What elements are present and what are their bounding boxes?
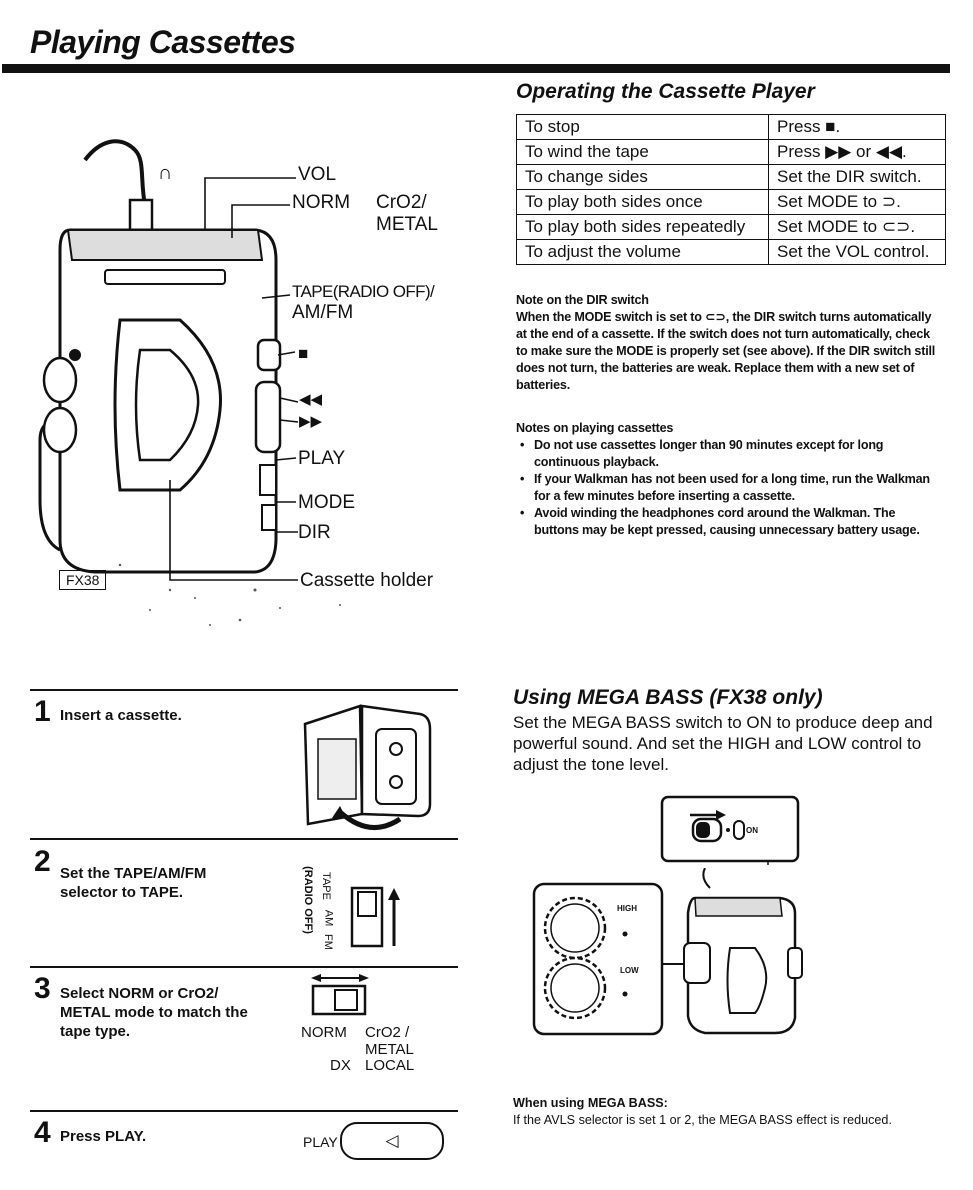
fast-forward-icon: ▶▶ bbox=[299, 413, 323, 430]
callout-vol: VOL bbox=[298, 164, 337, 185]
play-button[interactable]: ◁ bbox=[340, 1122, 444, 1160]
how-cell: Set the VOL control. bbox=[768, 239, 946, 265]
dir-note-title: Note on the DIR switch bbox=[516, 293, 649, 307]
callout-tape: TAPE(RADIO OFF)/ bbox=[292, 282, 435, 301]
step-number: 4 bbox=[34, 1116, 51, 1149]
dir-note-body: When the MODE switch is set to ⊂⊃, the D… bbox=[516, 310, 936, 392]
local-label: LOCAL bbox=[365, 1057, 415, 1074]
model-label: FX38 bbox=[59, 570, 107, 590]
playing-notes: Notes on playing cassettes Do not use ca… bbox=[516, 420, 936, 539]
step-number: 2 bbox=[34, 845, 51, 878]
tone-control-figure bbox=[532, 868, 803, 1036]
action-cell: To adjust the volume bbox=[516, 239, 769, 265]
title-rule bbox=[2, 64, 950, 73]
callout-play: PLAY bbox=[298, 448, 346, 469]
insert-cassette-figure bbox=[303, 704, 432, 830]
stop-icon: ■ bbox=[298, 344, 309, 363]
tape-selector-figure: (RADIO OFF) TAPE AM FM bbox=[300, 848, 420, 958]
walkman-diagram: ∩ VOL NORM CrO2/ METAL TAPE(RADIO OFF)/ … bbox=[0, 120, 470, 650]
megabass-note-body: If the AVLS selector is set 1 or 2, the … bbox=[513, 1113, 892, 1127]
how-cell: Press ▶▶ or ◀◀. bbox=[768, 139, 946, 165]
cro2-label: CrO2 / bbox=[365, 1024, 410, 1041]
operating-title: Operating the Cassette Player bbox=[516, 80, 815, 103]
list-item: If your Walkman has not been used for a … bbox=[520, 471, 936, 505]
action-cell: To change sides bbox=[516, 164, 769, 190]
callout-norm: NORM bbox=[292, 192, 351, 213]
dir-note: Note on the DIR switch When the MODE swi… bbox=[516, 292, 936, 394]
page-title: Playing Cassettes bbox=[30, 24, 296, 60]
step-text: Select NORM or CrO2/ METAL mode to match… bbox=[60, 985, 248, 1040]
norm-label: NORM bbox=[301, 1024, 347, 1041]
step-rule bbox=[30, 689, 458, 691]
norm-switch-figure bbox=[311, 974, 369, 1016]
megabass-body: Set the MEGA BASS switch to ON to produc… bbox=[513, 713, 933, 774]
headphone-symbol: ∩ bbox=[158, 162, 173, 184]
callout-cassette-holder: Cassette holder bbox=[300, 570, 434, 591]
cassette-window bbox=[113, 318, 222, 492]
list-item: Do not use cassettes longer than 90 minu… bbox=[520, 437, 936, 471]
dx-label: DX bbox=[330, 1057, 351, 1074]
rewind-icon: ◀◀ bbox=[299, 391, 323, 408]
megabass-note: When using MEGA BASS: If the AVLS select… bbox=[513, 1095, 933, 1129]
switch-on-label: ON bbox=[746, 826, 758, 835]
how-cell: Set MODE to ⊃. bbox=[768, 189, 946, 215]
high-label: HIGH bbox=[617, 904, 637, 913]
action-cell: To play both sides once bbox=[516, 189, 769, 215]
callout-metal: METAL bbox=[376, 214, 438, 235]
list-item: Avoid winding the headphones cord around… bbox=[520, 505, 936, 539]
callout-cro2: CrO2/ bbox=[376, 192, 427, 213]
megabass-switch-figure bbox=[660, 795, 800, 865]
megabass-note-title: When using MEGA BASS: bbox=[513, 1096, 668, 1110]
step-text: Insert a cassette. bbox=[60, 707, 182, 724]
how-cell: Press ■. bbox=[768, 114, 946, 140]
headphone-cord bbox=[83, 139, 147, 206]
how-cell: Set the DIR switch. bbox=[768, 164, 946, 190]
how-cell: Set MODE to ⊂⊃. bbox=[768, 214, 946, 240]
action-cell: To wind the tape bbox=[516, 139, 769, 165]
step-text: Press PLAY. bbox=[60, 1128, 147, 1145]
action-cell: To play both sides repeatedly bbox=[516, 214, 769, 240]
metal-label: METAL bbox=[365, 1041, 414, 1058]
callout-dir: DIR bbox=[298, 522, 331, 543]
walkman-illustration bbox=[38, 139, 341, 626]
callout-mode: MODE bbox=[298, 492, 355, 513]
play-icon: ◁ bbox=[385, 1131, 399, 1150]
playing-notes-title: Notes on playing cassettes bbox=[516, 421, 674, 435]
megabass-title: Using MEGA BASS (FX38 only) bbox=[513, 686, 823, 709]
action-cell: To stop bbox=[516, 114, 769, 140]
step-number: 3 bbox=[34, 972, 51, 1005]
callout-amfm: AM/FM bbox=[292, 302, 354, 323]
step-text: Set the TAPE/AM/FM selector to TAPE. bbox=[60, 865, 207, 901]
step-rule bbox=[30, 838, 458, 840]
play-label: PLAY bbox=[303, 1134, 338, 1150]
step-number: 1 bbox=[34, 695, 51, 728]
step-rule bbox=[30, 1110, 458, 1112]
step-rule bbox=[30, 966, 458, 968]
low-label: LOW bbox=[620, 966, 639, 975]
